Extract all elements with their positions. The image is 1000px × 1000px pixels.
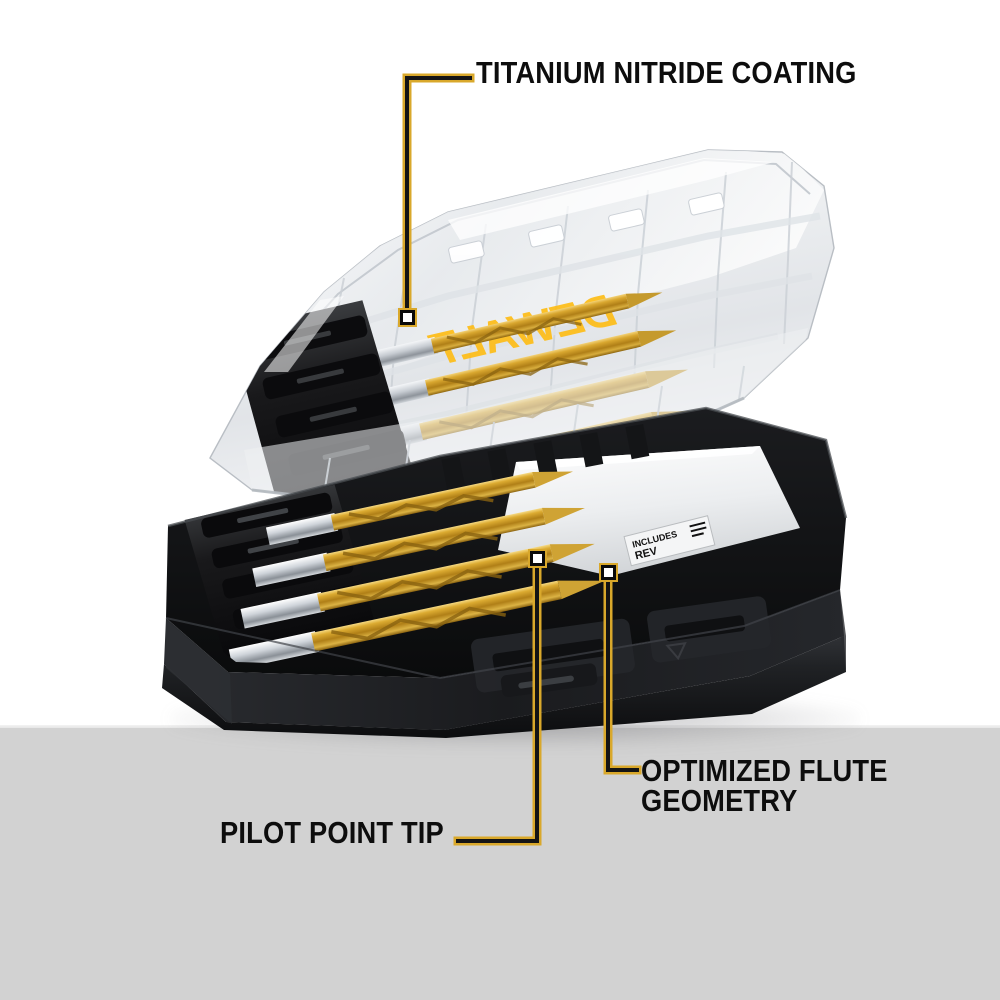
callout-marker-pilot bbox=[528, 549, 547, 568]
callout-marker-flute bbox=[599, 563, 618, 582]
callout-label-titanium: TITANIUM NITRIDE COATING bbox=[476, 55, 857, 90]
svg-text:REV: REV bbox=[634, 545, 659, 562]
insert-card bbox=[498, 446, 800, 576]
callout-marker-titanium bbox=[398, 308, 417, 327]
black-case-base: INCLUDES REV bbox=[140, 400, 880, 745]
callout-label-pilot: PILOT POINT TIP bbox=[220, 815, 444, 850]
callout-label-flute: OPTIMIZED FLUTE GEOMETRY bbox=[641, 753, 888, 818]
insert-sticker: INCLUDES REV bbox=[623, 515, 716, 567]
